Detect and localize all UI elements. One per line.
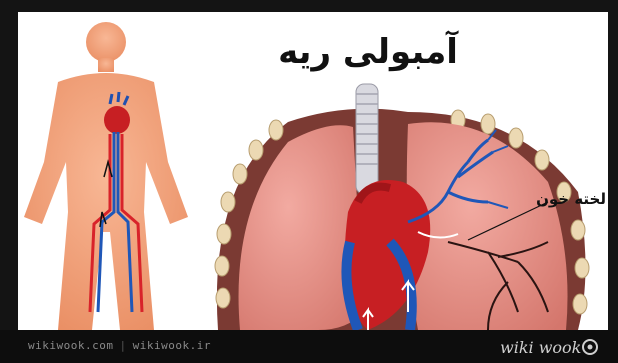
logo-icon — [583, 340, 597, 354]
watermark-text: wiki wook — [500, 338, 581, 357]
site-link-ir[interactable]: wikiwook.ir — [133, 339, 211, 352]
blood-clot-label: لخته خون — [536, 190, 606, 208]
human-body-figure — [24, 22, 188, 330]
watermark-logo: wiki wook — [494, 333, 604, 361]
footer-credits: wikiwook.com|wikiwook.ir — [28, 339, 211, 352]
illustration-title: آمبولی ریه — [268, 32, 468, 72]
lungs-illustration — [215, 84, 589, 330]
site-link-com[interactable]: wikiwook.com — [28, 339, 113, 352]
illustration-panel: آمبولی ریه لخته خون — [18, 12, 608, 330]
footer-separator: | — [113, 339, 132, 352]
footer-bar: wikiwook.com|wikiwook.ir wiki wook — [0, 330, 618, 363]
